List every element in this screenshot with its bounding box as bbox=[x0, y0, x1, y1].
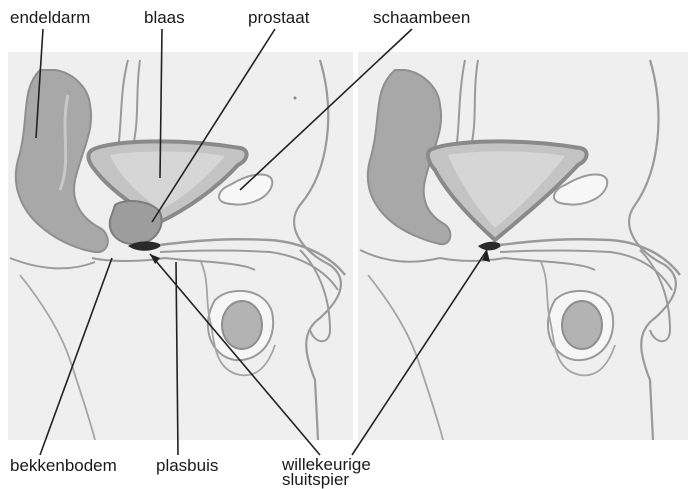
left-panel bbox=[8, 52, 353, 440]
label-prostaat: prostaat bbox=[248, 9, 309, 27]
label-sluitspier-line2: sluitspier bbox=[282, 472, 371, 487]
label-schaambeen: schaambeen bbox=[373, 9, 470, 27]
left-prostate bbox=[110, 201, 162, 244]
label-plasbuis: plasbuis bbox=[156, 457, 218, 475]
right-testis bbox=[562, 301, 602, 349]
label-blaas: blaas bbox=[144, 9, 185, 27]
right-panel bbox=[358, 52, 688, 440]
label-willekeurige-sluitspier: willekeurige sluitspier bbox=[282, 457, 371, 487]
label-bekkenbodem: bekkenbodem bbox=[10, 457, 117, 475]
left-testis bbox=[222, 301, 262, 349]
left-dot-marker bbox=[294, 97, 297, 100]
label-endeldarm: endeldarm bbox=[10, 9, 90, 27]
